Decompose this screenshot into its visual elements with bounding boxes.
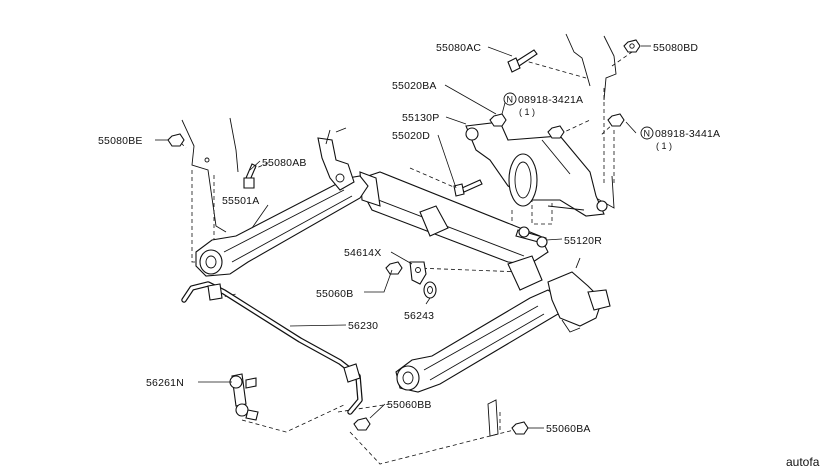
nut-08918-3441a xyxy=(607,113,625,127)
nut-55080be xyxy=(167,133,185,147)
svg-text:N: N xyxy=(644,129,651,139)
nut-upper-center xyxy=(547,125,565,139)
nut-55080bd xyxy=(623,39,641,53)
nut-55060bb xyxy=(353,417,371,431)
right-body-panel xyxy=(565,33,617,209)
label-55060b: 55060B xyxy=(316,288,353,300)
bracket-54614x xyxy=(409,261,427,285)
label-08918-3421a: N 08918-3421A ( 1 ) xyxy=(503,92,583,117)
label-55080be: 55080BE xyxy=(98,135,143,147)
n-circle-icon xyxy=(503,92,517,106)
label-08918-3441a-qty: ( 1 ) xyxy=(656,141,672,151)
bracket-55060ba xyxy=(487,399,499,437)
leader-lines xyxy=(155,45,651,429)
label-08918-3421a-qty: ( 1 ) xyxy=(519,107,535,117)
adjusting-rod-55120r xyxy=(515,226,548,248)
nut-55060ba xyxy=(511,421,529,435)
stabilizer-bar xyxy=(181,281,363,415)
stabilizer-connecting-rod xyxy=(229,373,259,421)
label-55080bd: 55080BD xyxy=(653,42,698,54)
label-55120r: 55120R xyxy=(564,235,602,247)
lower-link-left xyxy=(195,127,369,277)
watermark: autofa xyxy=(782,450,840,470)
bolt-55080ab xyxy=(243,163,257,189)
watermark-text: autofa xyxy=(786,455,820,469)
label-55080ac: 55080AC xyxy=(436,42,481,54)
label-56261n: 56261N xyxy=(146,377,184,389)
label-55020ba: 55020BA xyxy=(392,80,437,92)
label-55130p: 55130P xyxy=(402,112,439,124)
rear-suspension-member xyxy=(355,171,549,291)
lower-link-right xyxy=(395,257,611,393)
svg-text:N: N xyxy=(507,95,514,105)
differential-member xyxy=(465,121,608,217)
label-08918-3441a-number: 08918-3441A xyxy=(655,128,720,140)
bolt-55020d xyxy=(453,179,483,197)
label-55501a: 55501A xyxy=(222,195,259,207)
label-55060ba: 55060BA xyxy=(546,423,591,435)
label-54614x: 54614X xyxy=(344,247,381,259)
nut-55060b xyxy=(385,261,403,275)
part-labels: 55080AC 55080BD 55020BA N 08918-3421A ( … xyxy=(98,42,720,435)
label-55060bb: 55060BB xyxy=(387,399,432,411)
bolt-55080ac xyxy=(507,49,538,73)
label-55080ab: 55080AB xyxy=(262,157,307,169)
label-56230: 56230 xyxy=(348,320,378,332)
label-55020d: 55020D xyxy=(392,130,430,142)
label-56243: 56243 xyxy=(404,310,434,322)
bushing-56243 xyxy=(423,281,437,299)
left-body-panel xyxy=(181,117,239,263)
label-08918-3441a: N 08918-3441A ( 1 ) xyxy=(640,126,720,151)
label-08918-3421a-number: 08918-3421A xyxy=(518,94,583,106)
n-circle-icon xyxy=(640,126,654,140)
nut-08918-3421a xyxy=(489,113,507,127)
